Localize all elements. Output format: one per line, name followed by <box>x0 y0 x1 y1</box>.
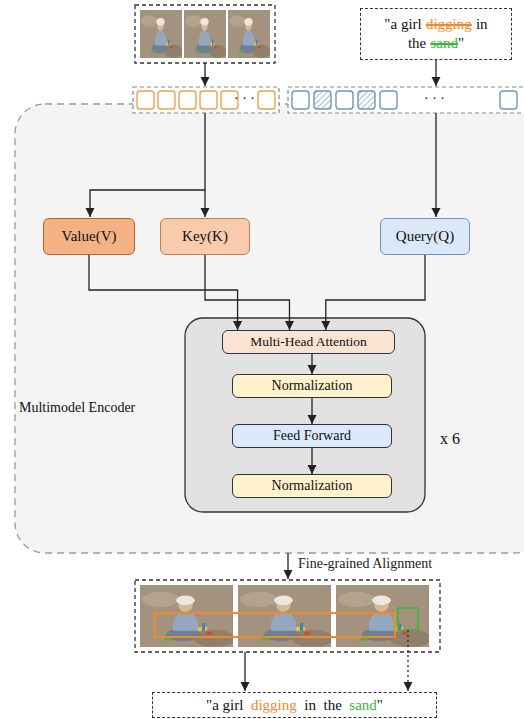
node-text: Multi-Head Attention <box>250 334 367 350</box>
feed-forward-box: Feed Forward <box>232 424 392 448</box>
video-frame <box>228 10 271 58</box>
visual-token <box>258 91 275 109</box>
alignment-arrow <box>407 630 408 691</box>
node-text: sand <box>430 34 458 53</box>
norm-box: Normalization <box>232 474 392 498</box>
masked-token <box>358 91 375 109</box>
feed-line <box>435 113 436 217</box>
node-text: Normalization <box>272 478 353 494</box>
norm-box: Normalization <box>232 374 392 398</box>
output-arrow <box>287 553 288 579</box>
video-frame <box>140 10 183 58</box>
connector-arrow <box>89 255 238 330</box>
key-box: Key(K) <box>160 218 250 255</box>
node-text: in <box>476 15 488 34</box>
frames-box <box>135 580 440 652</box>
connector-arrow <box>311 398 312 424</box>
action-region <box>155 613 395 637</box>
node-text: the <box>408 34 426 53</box>
node-text: "a girl <box>206 696 243 715</box>
node-text: digging <box>426 15 472 34</box>
value-box: Value(V) <box>43 218 135 255</box>
text-token <box>380 91 397 109</box>
text-token-row <box>288 87 524 113</box>
input-arrow <box>435 60 436 86</box>
object-region <box>398 608 418 630</box>
region-outline <box>15 104 524 553</box>
sentence-box: "a girl digging inthesand" <box>152 692 437 718</box>
feed-line <box>90 113 205 217</box>
visual-token <box>158 91 175 109</box>
node-text: Feed Forward <box>273 428 351 444</box>
node-text: Value(V) <box>62 228 117 245</box>
node-text: "a girl <box>384 15 421 34</box>
input-arrow <box>204 63 205 86</box>
region-label: Multimodel Encoder <box>19 400 135 416</box>
connector-arrow <box>205 255 289 330</box>
connector-arrow <box>326 255 425 330</box>
video-frame <box>184 10 227 58</box>
ellipsis: · · · <box>234 91 255 107</box>
connector-arrow <box>311 448 312 474</box>
attention-box: Multi-Head Attention <box>222 330 395 354</box>
node-text: digging <box>251 696 297 715</box>
node-text: sand <box>349 696 377 715</box>
text-token <box>500 91 517 109</box>
frames-box <box>135 5 275 63</box>
text-token <box>336 91 353 109</box>
visual-token-row <box>133 87 279 113</box>
query-box: Query(Q) <box>380 218 470 255</box>
node-text: Query(Q) <box>396 228 454 245</box>
node-text: " <box>377 696 383 715</box>
node-text: Normalization <box>272 378 353 394</box>
encoder-layer-stack: x 6Multi-Head AttentionNormalizationFeed… <box>185 318 425 512</box>
visual-token <box>137 91 154 109</box>
connector-arrow <box>311 354 312 374</box>
visual-token <box>179 91 196 109</box>
node-text: Key(K) <box>182 228 228 245</box>
visual-token <box>200 91 217 109</box>
masked-token <box>314 91 331 109</box>
node-text: " <box>458 34 464 53</box>
encoder-region: Multimodel Encoder Value(V) Key(K) Query(Q)… <box>15 104 524 553</box>
alignment-arrow <box>244 652 245 691</box>
node-text: in <box>304 696 316 715</box>
ellipsis: · · · <box>424 91 445 107</box>
text-token <box>292 91 309 109</box>
masked-sentence-box: "a girl diggingin thesand" <box>360 8 512 60</box>
feed-line <box>204 190 205 217</box>
arrow-label: Fine-grained Alignment <box>298 556 432 572</box>
region-label: x 6 <box>440 430 460 448</box>
region-outline <box>185 318 425 512</box>
node-text: the <box>323 696 341 715</box>
